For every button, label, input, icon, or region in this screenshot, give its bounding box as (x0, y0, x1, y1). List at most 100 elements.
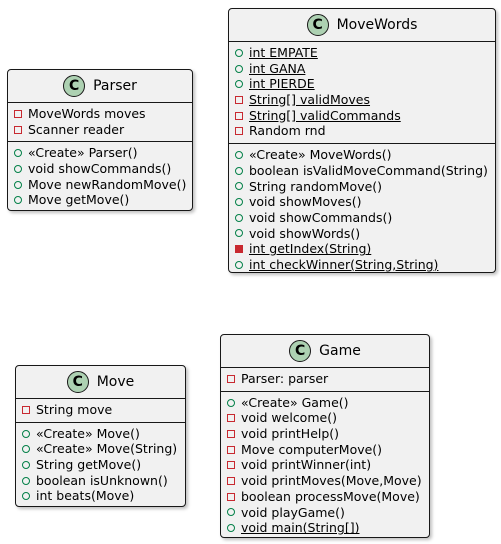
public-visibility-icon (14, 180, 22, 189)
method-text: void showMoves() (249, 194, 362, 210)
public-visibility-icon (14, 196, 22, 205)
public-visibility-icon (22, 460, 30, 469)
public-visibility-icon (14, 164, 22, 173)
private-visibility-icon (227, 476, 235, 485)
private-visibility-icon (227, 492, 235, 501)
field-row: String[] validMoves (235, 92, 495, 108)
field-row: String move (22, 402, 185, 418)
public-visibility-icon (227, 398, 235, 407)
public-visibility-icon (14, 149, 22, 158)
method-row: boolean isUnknown() (22, 473, 185, 489)
method-row: «Create» Move() (22, 426, 185, 442)
field-row: int GANA (235, 61, 495, 77)
public-visibility-icon (235, 198, 243, 207)
method-row: int checkWinner(String,String) (235, 257, 495, 273)
method-text: int checkWinner(String,String) (249, 256, 439, 272)
class-game[interactable]: C Game Parser: parser «Create» Game()voi… (220, 334, 430, 538)
class-icon: C (63, 75, 86, 97)
method-text: Move getMove() (28, 192, 130, 208)
field-text: int PIERDE (249, 76, 315, 92)
fields-section: Parser: parser (221, 367, 429, 391)
method-text: int beats(Move) (36, 488, 135, 504)
method-text: int getIndex(String) (249, 241, 372, 257)
private-visibility-icon (22, 405, 30, 414)
method-text: Move newRandomMove() (28, 176, 187, 192)
class-icon: C (66, 371, 89, 393)
method-row: void playGame() (227, 505, 429, 521)
method-text: Move computerMove() (241, 441, 383, 457)
method-text: void printMoves(Move,Move) (241, 473, 422, 489)
public-visibility-icon (235, 48, 243, 57)
method-row: void showCommands() (14, 161, 192, 177)
method-row: void main(String[]) (227, 520, 429, 536)
class-move[interactable]: C Move String move «Create» Move()«Creat… (15, 365, 186, 507)
public-visibility-icon (22, 429, 30, 438)
field-row: Parser: parser (227, 371, 429, 387)
private-visibility-icon (227, 445, 235, 454)
field-text: Random rnd (249, 123, 326, 139)
method-text: String getMove() (36, 457, 142, 473)
method-text: void showWords() (249, 225, 361, 241)
private-visibility-icon (235, 95, 243, 104)
private-method-icon (235, 245, 243, 254)
class-header: C MoveWords (229, 9, 495, 41)
method-text: «Create» Game() (241, 394, 349, 410)
method-text: void printWinner(int) (241, 457, 372, 473)
method-text: void showCommands() (249, 209, 393, 225)
field-row: int EMPATE (235, 45, 495, 61)
field-row: String[] validCommands (235, 108, 495, 124)
class-name: Parser (93, 78, 137, 94)
method-row: void showWords() (235, 226, 495, 242)
class-name: MoveWords (336, 17, 418, 33)
method-text: void showCommands() (28, 161, 172, 177)
field-row: int PIERDE (235, 76, 495, 92)
method-row: void printWinner(int) (227, 457, 429, 473)
method-text: boolean isUnknown() (36, 472, 168, 488)
private-visibility-icon (235, 127, 243, 136)
field-text: String move (36, 402, 113, 417)
field-text: Scanner reader (28, 121, 125, 137)
field-text: int EMPATE (249, 45, 318, 60)
method-text: «Create» Move() (36, 425, 140, 441)
public-visibility-icon (22, 445, 30, 454)
methods-section: «Create» Move()«Create» Move(String)Stri… (16, 421, 185, 508)
private-visibility-icon (14, 125, 22, 134)
method-row: «Create» MoveWords() (235, 147, 495, 163)
method-row: «Create» Parser() (14, 145, 192, 161)
field-row: MoveWords moves (14, 106, 192, 122)
public-visibility-icon (235, 213, 243, 222)
public-visibility-icon (22, 476, 30, 485)
method-row: void showMoves() (235, 194, 495, 210)
method-row: void printHelp() (227, 426, 429, 442)
method-row: Move getMove() (14, 192, 192, 208)
public-visibility-icon (235, 182, 243, 191)
method-row: void welcome() (227, 410, 429, 426)
field-text: MoveWords moves (28, 106, 146, 121)
class-header: C Game (221, 335, 429, 367)
class-icon: C (289, 340, 312, 362)
public-visibility-icon (235, 166, 243, 175)
method-text: String randomMove() (249, 178, 383, 194)
public-visibility-icon (235, 260, 243, 269)
private-visibility-icon (235, 111, 243, 120)
private-visibility-icon (227, 414, 235, 423)
method-row: Move computerMove() (227, 442, 429, 458)
method-row: int beats(Move) (22, 488, 185, 504)
method-text: void printHelp() (241, 426, 340, 442)
field-text: String[] validCommands (249, 107, 401, 123)
field-row: Scanner reader (14, 122, 192, 138)
method-text: void main(String[]) (241, 520, 360, 536)
method-row: int getIndex(String) (235, 241, 495, 257)
methods-section: «Create» Game()void welcome()void printH… (221, 390, 429, 540)
method-row: void showCommands() (235, 210, 495, 226)
method-text: void playGame() (241, 504, 345, 520)
field-row: Random rnd (235, 123, 495, 139)
public-visibility-icon (227, 508, 235, 517)
method-text: «Create» Parser() (28, 145, 138, 161)
method-row: «Create» Move(String) (22, 441, 185, 457)
method-text: «Create» MoveWords() (249, 147, 392, 163)
public-visibility-icon (235, 80, 243, 89)
